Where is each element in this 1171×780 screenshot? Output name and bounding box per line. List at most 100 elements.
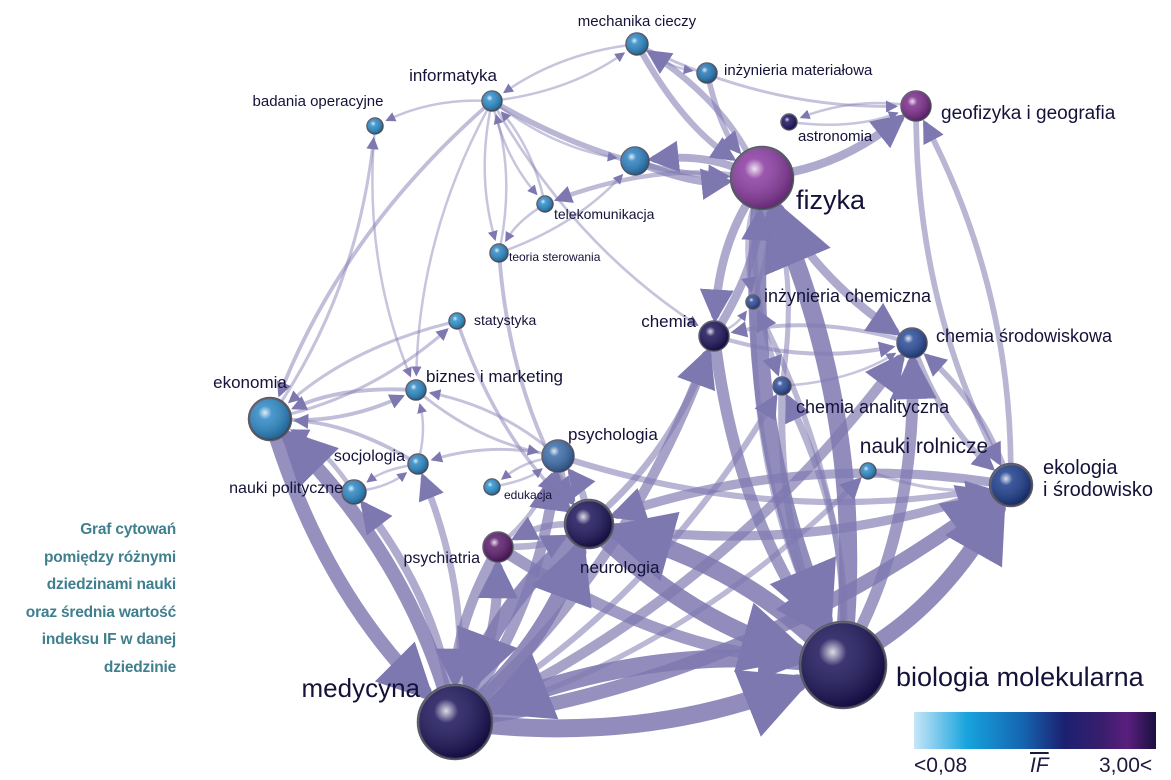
edge-informatyka-to-teoria <box>483 109 498 241</box>
edge-medycyna-to-nauki_pol <box>359 499 453 690</box>
node-label-ekonomia: ekonomia <box>213 373 287 392</box>
edge-psychologia-to-edukacja <box>500 457 544 480</box>
edges-layer <box>269 44 1014 738</box>
node-highlight <box>490 244 508 262</box>
edge-neurologia-to-chemia <box>603 349 713 511</box>
node-label-neurologia: neurologia <box>580 558 660 577</box>
node-label-chemia_anal: chemia analityczna <box>796 397 950 417</box>
node-statystyka <box>448 312 466 330</box>
edge-telekom-to-teoria <box>505 207 540 243</box>
node-teoria <box>489 243 509 263</box>
node-label-telekom: telekomunikacja <box>554 206 655 222</box>
node-label-inz_chem: inżynieria chemiczna <box>764 286 932 306</box>
node-biznes <box>405 379 427 401</box>
node-highlight <box>990 464 1032 506</box>
edge-medycyna-to-socjologia <box>418 472 464 689</box>
node-astronomia <box>780 113 798 131</box>
edge-medycyna-to-biologia <box>482 669 815 738</box>
edge-geofizyka-to-ekologia <box>913 118 1002 467</box>
node-chemia_anal <box>772 376 792 396</box>
node-highlight <box>408 454 428 474</box>
node-label-geofizyka: geofizyka i geografia <box>941 103 1116 124</box>
edge-fizyka-to-nieoznaczony <box>647 140 738 173</box>
node-label-line: i środowisko <box>1043 479 1153 501</box>
node-label-socjologia: socjologia <box>334 448 405 465</box>
legend-min-label: <0,08 <box>914 754 968 777</box>
node-highlight <box>781 114 797 130</box>
node-label-edukacja: edukacja <box>504 488 552 502</box>
edge-telekom-to-informatyka <box>500 111 545 198</box>
edge-nieoznaczony-to-fizyka <box>644 162 734 200</box>
edge-ekonomia-to-medycyna <box>269 431 435 702</box>
legend-mid-label: IF <box>1030 754 1049 777</box>
node-highlight <box>731 147 793 209</box>
node-highlight <box>773 377 791 395</box>
edge-ekonomia-to-badania <box>279 136 379 403</box>
edge-ekonomia-to-statystyka <box>288 328 449 416</box>
node-label-psychiatria: psychiatria <box>404 550 481 567</box>
node-label-psychologia: psychologia <box>568 425 658 444</box>
edge-inz_mat-to-fizyka <box>706 79 742 155</box>
node-highlight <box>249 398 291 440</box>
edge-chemia-to-inz_chem <box>726 310 747 331</box>
node-ekologia <box>988 462 1034 508</box>
node-label-biologia: biologia molekularna <box>896 662 1145 692</box>
edge-informatyka-to-ekonomia <box>276 105 487 398</box>
edge-fizyka-to-chemia <box>699 200 751 324</box>
node-label-astronomia: astronomia <box>798 128 873 145</box>
edge-medycyna-to-chemia_srod <box>483 351 906 711</box>
node-highlight <box>697 63 717 83</box>
edge-psychiatria-to-biologia <box>504 549 806 681</box>
edge-biznes-to-ekonomia <box>291 387 408 410</box>
node-psychologia <box>541 439 575 473</box>
edge-biznes-to-psychologia <box>422 394 540 456</box>
node-highlight <box>449 313 465 329</box>
node-chemia <box>698 320 730 352</box>
edge-ekologia-to-neurologia <box>608 468 995 523</box>
edge-badania-to-biznes <box>371 132 412 378</box>
edge-chemia-to-biologia <box>710 345 822 635</box>
node-label-fizyka: fizyka <box>796 185 866 215</box>
node-socjologia <box>407 453 429 475</box>
edge-teoria-to-nieoznaczony <box>506 173 624 252</box>
node-highlight <box>565 500 613 548</box>
node-highlight <box>484 479 500 495</box>
node-label-badania: badania operacyjne <box>253 93 384 110</box>
node-highlight <box>483 532 513 562</box>
node-label-nauki_pol: nauki polityczne <box>229 480 343 497</box>
node-inz_chem <box>745 294 761 310</box>
caption-line: indeksu IF w danej <box>41 631 176 648</box>
node-highlight <box>406 380 426 400</box>
node-highlight <box>537 196 553 212</box>
edge-chemia_anal-to-chemia_srod <box>789 352 897 387</box>
node-ekonomia <box>247 396 293 442</box>
node-nieoznaczony <box>620 146 650 176</box>
edge-psychologia-to-biznes <box>428 389 547 448</box>
node-informatyka <box>481 90 503 112</box>
edge-socjologia-to-nauki_pol <box>366 464 410 483</box>
edge-teoria-to-informatyka <box>493 113 508 246</box>
node-highlight <box>901 91 931 121</box>
node-psychiatria <box>482 531 514 563</box>
node-biologia <box>798 620 888 710</box>
node-highlight <box>542 440 574 472</box>
edge-statystyka-to-neurologia <box>457 326 570 506</box>
edge-inz_chem-to-biologia <box>750 306 824 627</box>
node-highlight <box>342 480 366 504</box>
node-inz_mat <box>696 62 718 84</box>
edge-socjologia-to-biznes <box>417 403 427 456</box>
node-highlight <box>860 463 876 479</box>
figure-caption: Graf cytowań pomiędzy różnymi dziedzinam… <box>0 516 176 681</box>
caption-line: dziedzinami nauki <box>46 576 176 593</box>
edge-statystyka-to-ekonomia <box>287 321 451 404</box>
edge-fizyka-to-chemia_anal <box>752 206 782 377</box>
edge-informatyka-to-badania <box>385 99 484 122</box>
edge-psychologia-to-socjologia <box>430 447 544 463</box>
edge-neurologia-to-psychologia <box>567 467 596 504</box>
edge-medycyna-to-ekologia <box>484 492 1001 723</box>
edge-medycyna-to-chemia_anal <box>483 393 778 706</box>
edge-fizyka-to-geofizyka <box>788 113 907 177</box>
edge-nauki_roln-to-ekologia <box>874 472 988 497</box>
edge-neurologia-to-ekologia <box>608 485 995 541</box>
nodes-layer <box>247 32 1034 761</box>
